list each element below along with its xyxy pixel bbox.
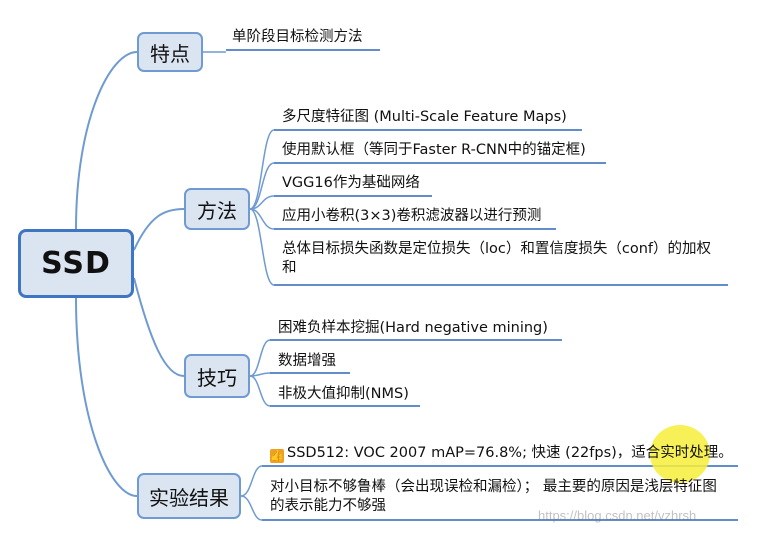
leaf-jiqiao-0[interactable]: 困难负样本挖掘(Hard negative mining) bbox=[278, 320, 548, 336]
leaf-fangfa-3[interactable]: 应用小卷积(3×3)卷积滤波器以进行预测 bbox=[282, 208, 542, 224]
link-fangfa-1 bbox=[249, 162, 275, 210]
leaf-shiyan-0-text: SSD512: VOC 2007 mAP=76.8%; 快速 (22fps)，适… bbox=[287, 445, 733, 461]
branch-fangfa[interactable]: 方法 bbox=[184, 188, 250, 230]
root-node[interactable]: SSD bbox=[18, 229, 134, 298]
link-shiyan-1 bbox=[240, 495, 263, 521]
leaf-jiqiao-1[interactable]: 数据增强 bbox=[278, 353, 336, 369]
link-jiqiao-2 bbox=[249, 375, 271, 407]
cursor-highlight bbox=[650, 425, 710, 483]
leaf-fangfa-2[interactable]: VGG16作为基础网络 bbox=[282, 175, 420, 191]
link-root-fangfa bbox=[133, 208, 185, 251]
branch-jiqiao[interactable]: 技巧 bbox=[184, 354, 250, 398]
branch-tedian[interactable]: 特点 bbox=[137, 32, 203, 72]
thumbs-up-icon: 👍 bbox=[270, 449, 284, 463]
leaf-jiqiao-2[interactable]: 非极大值抑制(NMS) bbox=[278, 386, 409, 402]
link-root-jiqiao bbox=[133, 277, 185, 377]
leaf-fangfa-4[interactable]: 总体目标损失函数是定位损失（loc）和置信度损失（conf）的加权和 bbox=[282, 241, 712, 276]
leaf-fangfa-1[interactable]: 使用默认框（等同于Faster R-CNN中的锚定框) bbox=[282, 142, 586, 158]
link-fangfa-4 bbox=[249, 208, 275, 286]
leaf-tedian-0[interactable]: 单阶段目标检测方法 bbox=[232, 29, 363, 45]
leaf-fangfa-0[interactable]: 多尺度特征图 (Multi-Scale Feature Maps) bbox=[282, 109, 567, 125]
branch-shiyan[interactable]: 实验结果 bbox=[137, 473, 241, 519]
link-shiyan-0 bbox=[240, 465, 263, 497]
link-jiqiao-0 bbox=[249, 339, 271, 377]
link-root-tedian bbox=[75, 51, 138, 230]
watermark: https://blog.csdn.net/vzhrsh bbox=[538, 508, 697, 523]
link-fangfa-0 bbox=[249, 129, 275, 210]
link-root-shiyan bbox=[75, 297, 138, 497]
leaf-shiyan-1[interactable]: 对小目标不够鲁棒（会出现误检和漏检）； 最主要的原因是浅层特征图的表示能力不够强 bbox=[270, 479, 717, 514]
leaf-shiyan-0[interactable]: 👍SSD512: VOC 2007 mAP=76.8%; 快速 (22fps)，… bbox=[270, 444, 733, 463]
